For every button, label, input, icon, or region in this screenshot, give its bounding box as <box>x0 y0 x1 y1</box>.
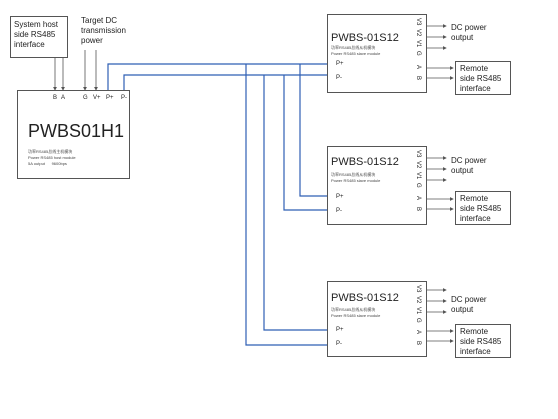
slave2-pin-v3: V3 <box>415 150 421 158</box>
slave3-pin-v3: V3 <box>415 285 421 293</box>
target-dc-power-label: Target DC transmission power <box>81 16 126 45</box>
host-spec: 5A output 9600bps <box>28 161 67 166</box>
slave3-cn-desc: 功率RS485总线从机模块 <box>331 307 376 312</box>
slave3-pin-v2: V2 <box>415 296 421 304</box>
host-pin-b: B <box>53 95 58 101</box>
slave1-remote-label: Remote side RS485 interface <box>460 64 502 93</box>
slave1-pin-p-plus: P+ <box>336 61 344 67</box>
host-en-desc: Power RS485 host module <box>28 155 76 160</box>
slave2-cn-desc: 功率RS485总线从机模块 <box>331 172 376 177</box>
slave1-pin-v3: V3 <box>415 18 421 26</box>
slave3-dc-label: DC power output <box>451 295 487 314</box>
wire-p-minus-branch-slave3 <box>245 64 334 346</box>
slave1-pin-v2: V2 <box>415 29 421 37</box>
slave2-remote-box: Remote side RS485 interface <box>455 191 511 225</box>
host-pin-p-plus: P+ <box>106 95 114 101</box>
slave2-remote-label: Remote side RS485 interface <box>460 194 502 223</box>
slave3-en-desc: Power RS485 slave module <box>331 313 381 318</box>
slave1-pin-g: G <box>415 51 421 56</box>
slave1-title: PWBS-01S12 <box>331 32 399 44</box>
slave2-pin-g: G <box>415 183 421 188</box>
slave-module-2: PWBS-01S12 功率RS485总线从机模块 Power RS485 sla… <box>327 146 427 225</box>
system-host-rs485-label: System host side RS485 interface <box>14 20 59 49</box>
slave2-pin-v2: V2 <box>415 161 421 169</box>
host-pin-g: G <box>83 95 88 101</box>
wire-p-plus-branch-slave3 <box>263 75 334 331</box>
slave3-remote-label: Remote side RS485 interface <box>460 327 502 356</box>
slave3-remote-box: Remote side RS485 interface <box>455 324 511 358</box>
host-cn-desc: 功率RS485总线主机模块 <box>28 149 73 154</box>
slave1-pin-a: A <box>415 65 421 70</box>
slave3-pin-b: B <box>415 341 421 346</box>
bus-wires <box>107 63 334 346</box>
slave3-pin-a: A <box>415 330 421 335</box>
slave2-pin-p-plus: P+ <box>336 194 344 200</box>
host-title: PWBS01H1 <box>28 121 125 141</box>
wire-p-minus-to-slave1 <box>123 74 334 90</box>
slave3-title: PWBS-01S12 <box>331 292 399 304</box>
slave2-pin-a: A <box>415 196 421 201</box>
slave2-pin-p-minus: P- <box>336 208 342 214</box>
host-pin-a: A <box>61 95 66 101</box>
slave3-pin-v1: V1 <box>415 307 421 315</box>
host-module: B A G V+ P+ P- PWBS01H1 功率RS485总线主机模块 Po… <box>17 90 130 179</box>
slave1-remote-box: Remote side RS485 interface <box>455 61 511 95</box>
wire-p-minus-branch-slave2 <box>283 75 334 211</box>
slave1-dc-label: DC power output <box>451 23 487 42</box>
target-dc-power-box: Target DC transmission power <box>79 16 135 50</box>
slave1-pin-b: B <box>415 76 421 81</box>
slave-module-1: PWBS-01S12 功率RS485总线从机模块 Power RS485 sla… <box>327 14 427 93</box>
slave1-cn-desc: 功率RS485总线从机模块 <box>331 45 376 50</box>
slave3-pin-p-minus: P- <box>336 341 342 347</box>
host-pin-v-plus: V+ <box>93 95 101 101</box>
slave3-pin-p-plus: P+ <box>336 327 344 333</box>
wire-p-plus-branch-slave2 <box>299 64 334 197</box>
slave2-dc-label: DC power output <box>451 156 487 175</box>
slave1-pin-v1: V1 <box>415 40 421 48</box>
system-host-rs485-box: System host side RS485 interface <box>10 16 68 58</box>
slave2-en-desc: Power RS485 slave module <box>331 178 381 183</box>
wire-p-plus-to-slave1 <box>107 63 334 90</box>
slave2-title: PWBS-01S12 <box>331 156 399 168</box>
slave1-pin-p-minus: P- <box>336 75 342 81</box>
slave-module-3: PWBS-01S12 功率RS485总线从机模块 Power RS485 sla… <box>327 281 427 357</box>
slave3-pin-g: G <box>415 318 421 323</box>
slave-output-arrows <box>427 24 454 343</box>
slave2-pin-b: B <box>415 207 421 212</box>
host-label-arrows <box>53 50 98 91</box>
slave2-pin-v1: V1 <box>415 172 421 180</box>
host-pin-p-minus: P- <box>121 95 127 101</box>
slave1-en-desc: Power RS485 slave module <box>331 51 381 56</box>
